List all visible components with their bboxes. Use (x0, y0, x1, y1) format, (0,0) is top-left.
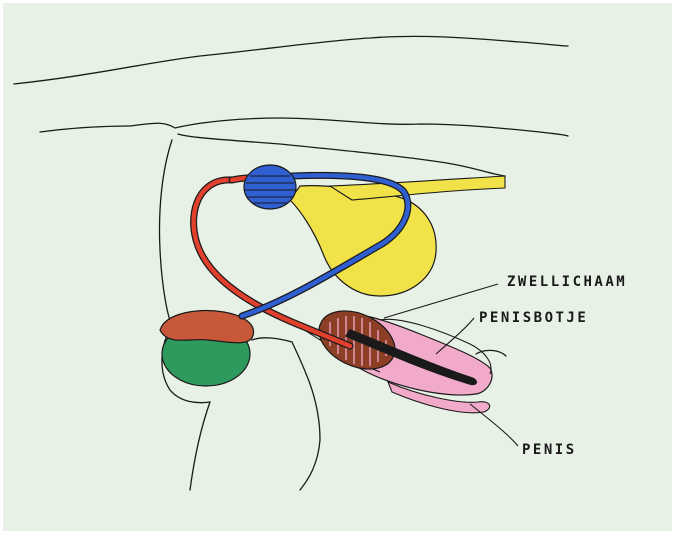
penis-leader (470, 404, 518, 446)
leg-back-outline (190, 402, 210, 490)
rump-outline (160, 140, 173, 325)
bladder (290, 186, 436, 296)
pelvis-outline (178, 134, 505, 176)
prostate (244, 165, 296, 209)
leg-front-outline (292, 342, 320, 490)
label-penisbotje: PENISBOTJE (479, 310, 588, 326)
label-penis: PENIS (522, 442, 577, 458)
spine-outline (40, 118, 568, 136)
back-outline (14, 36, 568, 84)
label-zwellichaam: ZWELLICHAAM (507, 274, 627, 290)
thigh-outline (252, 338, 292, 342)
